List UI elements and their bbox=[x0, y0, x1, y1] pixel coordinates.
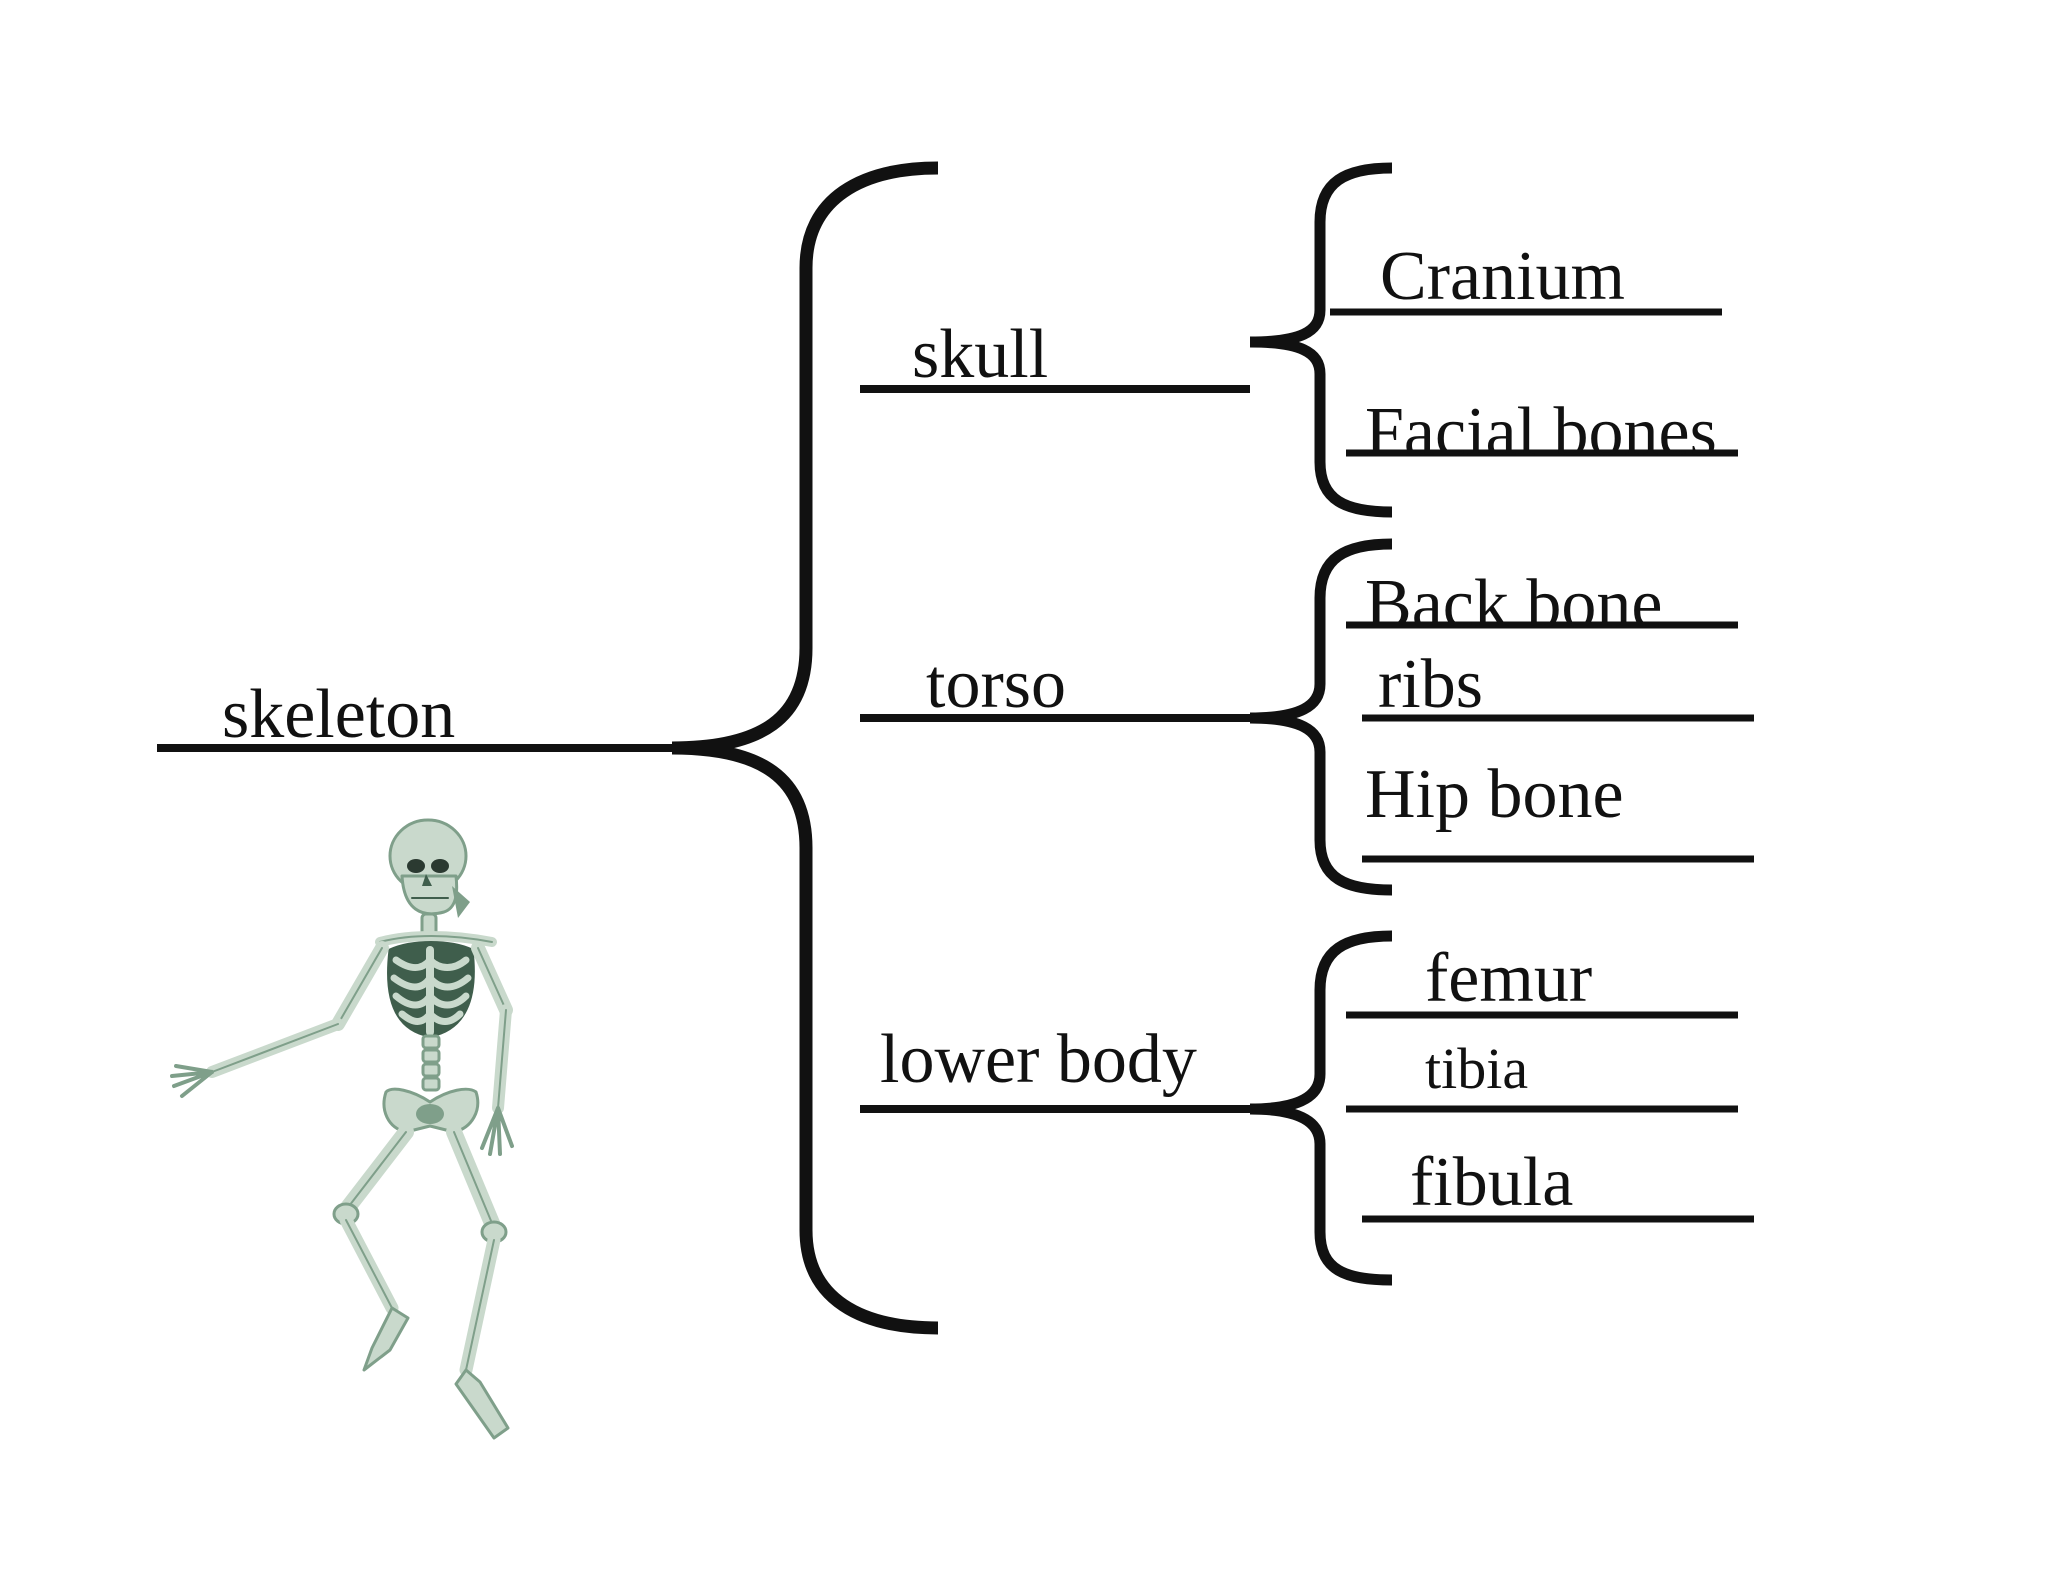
main-brace bbox=[671, 161, 939, 1335]
leaf-label-back-bone: Back bone bbox=[1365, 566, 1663, 643]
branch-label-skull: skull bbox=[912, 316, 1049, 393]
leaf-label-fibula: fibula bbox=[1410, 1144, 1574, 1221]
spine-drawing bbox=[421, 1034, 441, 1092]
branch-label-torso: torso bbox=[926, 646, 1066, 723]
right-leg-drawing bbox=[446, 1124, 510, 1440]
leaf-label-femur: femur bbox=[1425, 940, 1593, 1017]
skull-brace bbox=[1249, 162, 1393, 518]
leaf-label-hip-bone: Hip bone bbox=[1365, 756, 1624, 833]
torso-brace bbox=[1249, 538, 1393, 896]
leaf-label-ribs: ribs bbox=[1378, 646, 1483, 723]
leaf-label-cranium: Cranium bbox=[1380, 238, 1625, 315]
left-arm-drawing bbox=[170, 941, 389, 1098]
leaf-label-tibia: tibia bbox=[1425, 1036, 1529, 1101]
rib-cage-drawing bbox=[387, 941, 475, 1038]
lower-body-brace bbox=[1249, 930, 1393, 1286]
root-label: skeleton bbox=[222, 676, 456, 753]
branch-label-lower-body: lower body bbox=[880, 1021, 1197, 1098]
right-arm-drawing bbox=[471, 941, 514, 1156]
left-leg-drawing bbox=[332, 1124, 414, 1372]
skeleton-illustration bbox=[170, 818, 514, 1440]
leaf-label-facial-bones: Facial bones bbox=[1365, 394, 1717, 471]
skull-drawing bbox=[388, 818, 470, 918]
